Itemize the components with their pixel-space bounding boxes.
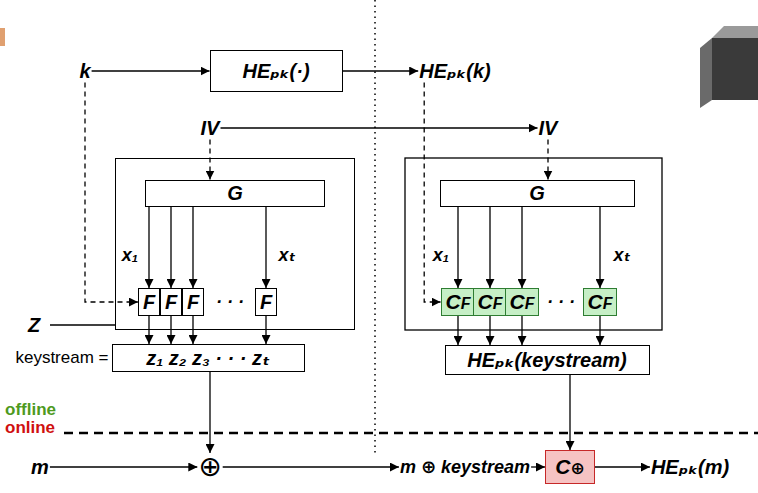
node-text: m	[31, 456, 49, 479]
circuit-box: CF	[583, 288, 618, 316]
heading-label: Z	[28, 314, 40, 337]
node-text: F	[187, 291, 199, 314]
phase-label: online	[5, 418, 55, 438]
node-text: IV	[201, 117, 220, 140]
arrow-connector	[547, 140, 548, 180]
leader-line	[50, 324, 115, 325]
signal-label: xₜ	[614, 245, 631, 266]
server-icon-top	[712, 26, 758, 38]
node-text: G	[529, 182, 545, 205]
node-text: HEₚₖ(·)	[242, 60, 309, 83]
arrow-connector	[85, 83, 138, 303]
arrow-connector	[457, 207, 458, 288]
node-text: G	[227, 182, 243, 205]
circuit-box: CF	[441, 288, 476, 316]
arrow-connector	[170, 316, 171, 344]
circuit-box: CF	[473, 288, 508, 316]
xor-circuit-box: C⊕	[545, 450, 595, 484]
iv-symbol: IV	[200, 117, 221, 140]
node-text: C⊕	[555, 455, 584, 479]
node-text: z₁ z₂ z₃ · · · zₜ	[146, 347, 270, 370]
server-icon-side	[700, 38, 712, 108]
iv-symbol: IV	[538, 117, 559, 140]
phase-label: offline	[5, 400, 56, 420]
client-icon	[0, 28, 5, 46]
arrow-connector	[599, 316, 600, 345]
arrow-connector	[192, 316, 193, 344]
node-text: F	[260, 291, 272, 314]
node-text: HEₚₖ(keystream)	[467, 349, 626, 372]
arrow-connector	[265, 207, 266, 289]
generator-box: G	[145, 180, 325, 207]
phase-divider	[64, 432, 758, 435]
arrow-connector	[489, 207, 490, 288]
arrow-connector	[209, 372, 210, 453]
signal-label: x₁	[122, 245, 138, 266]
node-text: CF	[510, 290, 535, 314]
arrow-connector	[521, 207, 522, 288]
ciphertext-label: HEₚₖ(m)	[650, 456, 730, 479]
arrow-connector	[599, 207, 600, 288]
function-box: F	[138, 288, 160, 316]
encrypt-box: HEₚₖ(·)	[210, 50, 343, 92]
arrow-connector	[489, 316, 490, 345]
heading-label: keystream =	[15, 348, 108, 368]
function-box: F	[255, 288, 277, 316]
signal-label: xₜ	[279, 245, 296, 266]
ciphertext-label: HEₚₖ(k)	[418, 60, 492, 83]
arrow-connector	[92, 70, 210, 71]
arrow-connector	[223, 466, 399, 467]
arrow-connector	[265, 316, 266, 344]
arrow-connector	[343, 70, 419, 71]
function-box: F	[160, 288, 182, 316]
key-symbol: k	[78, 60, 91, 83]
homomorphic-frame	[405, 158, 662, 330]
arrow-connector	[50, 466, 197, 467]
arrow-connector	[192, 207, 193, 289]
node-text: k	[79, 60, 90, 83]
masked-message: m ⊕ keystream	[399, 457, 531, 478]
node-text: F	[165, 291, 177, 314]
arrow-connector	[457, 316, 458, 345]
node-text: CF	[478, 290, 503, 314]
arrow-connector	[209, 140, 210, 180]
node-text: ⊕	[198, 453, 221, 481]
node-text: m ⊕ keystream	[400, 457, 530, 478]
node-text: IV	[539, 117, 558, 140]
xor-symbol: ⊕	[197, 453, 222, 481]
arrow-connector	[531, 466, 545, 467]
ellipsis: · · ·	[216, 292, 244, 313]
circuit-box: CF	[505, 288, 540, 316]
arrow-connector	[424, 83, 440, 303]
node-text: CF	[446, 290, 471, 314]
ellipsis: · · ·	[547, 292, 575, 313]
arrow-connector	[569, 375, 570, 450]
node-text: HEₚₖ(k)	[419, 60, 491, 83]
arrow-connector	[521, 316, 522, 345]
message-symbol: m	[30, 456, 50, 479]
arrow-connector	[170, 207, 171, 289]
signal-label: x₁	[433, 245, 449, 266]
function-box: F	[182, 288, 204, 316]
keystream-box: keystream =z₁ z₂ z₃ · · · zₜ	[112, 344, 305, 372]
arrow-connector	[221, 127, 538, 128]
node-text: CF	[588, 290, 613, 314]
server-icon-front	[712, 38, 758, 100]
arrow-connector	[148, 316, 149, 344]
generator-box: G	[440, 180, 635, 207]
node-text: F	[143, 291, 155, 314]
node-text: HEₚₖ(m)	[651, 456, 729, 479]
arrow-connector	[595, 466, 650, 467]
divider-line	[374, 0, 376, 455]
encrypted-keystream-box: HEₚₖ(keystream)	[445, 345, 650, 375]
arrow-connector	[148, 207, 149, 289]
